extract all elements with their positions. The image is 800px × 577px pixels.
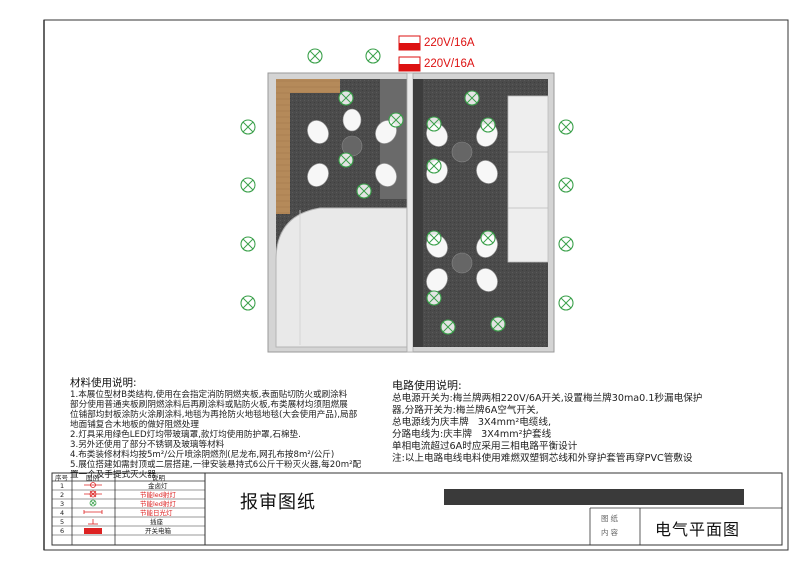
table-group-right-bottom: [426, 234, 498, 292]
circuit-line: 总电源开关为:梅兰牌两相220V/6A开关,设置梅兰牌30ma0.1秒漏电保护: [392, 393, 703, 404]
legend-row-desc: 金卤灯: [148, 482, 168, 490]
left-room-wood-top: [290, 79, 340, 93]
right-room-shelf: [507, 95, 549, 263]
circuit-line: 注:以上电路电线电料使用难燃双塑铜芯线和外穿护套管再穿PVC管敷设: [392, 453, 693, 464]
lamp-icon: [240, 236, 256, 252]
materials-line: 1.本展位型材B类结构,使用在会指定消防阴燃夹板,表面贴切防火或刷涂料: [70, 390, 348, 400]
lamp-icon: [558, 236, 574, 252]
lamp-icon: [440, 319, 456, 335]
lamp-icon: [240, 119, 256, 135]
legend-row-no: 2: [60, 491, 65, 499]
lamp-icon: [426, 290, 442, 306]
legend-header-desc: 说明: [152, 474, 165, 482]
socket-label-2: 220V/16A: [424, 58, 475, 70]
led-spotlight-icon-a: [84, 490, 102, 498]
legend-row-no: 3: [60, 500, 65, 508]
left-room-wood-strip: [276, 79, 290, 214]
legend-row-desc: 节能led射灯: [140, 500, 176, 508]
lamp-icon: [464, 90, 480, 106]
right-room-sidebar: [413, 79, 423, 347]
led-spotlight-icon-b: [89, 499, 97, 507]
table-group-right-top: [426, 123, 498, 184]
circuit-line: 总电源线为庆丰牌 3X4mm²电缆线,: [392, 417, 552, 428]
lamp-icon: [558, 295, 574, 311]
legend-header-icon: 图例: [86, 474, 99, 482]
lamp-icon: [356, 183, 372, 199]
legend-row-desc: 节能led射灯: [140, 491, 176, 499]
review-drawing-title: 报审图纸: [240, 492, 316, 513]
drawing-name: 电气平面图: [655, 520, 741, 539]
circuit-heading: 电路使用说明:: [392, 379, 462, 392]
drawing-content-label-2: 内容: [601, 528, 620, 537]
switch-box-icon: [84, 528, 102, 534]
legend-row-no: 5: [60, 518, 65, 526]
lamp-icon: [558, 119, 574, 135]
lamp-icon: [426, 158, 442, 174]
lamp-icon: [240, 295, 256, 311]
legend-row-no: 6: [60, 527, 65, 535]
lamp-icon: [338, 90, 354, 106]
lamp-icon: [480, 230, 496, 246]
legend-row-no: 1: [60, 482, 65, 490]
materials-line: 部分使用普通夹板刷阴燃涂料后再刷涂料或贴防火板,布类展材均须阻燃展: [70, 400, 348, 410]
legend-row-desc: 插座: [150, 518, 163, 526]
lamp-icon: [480, 117, 496, 133]
materials-line: 5.展位搭建如需封顶或二层搭建,一律安装悬持式6公斤干粉灭火器,每20m²配: [70, 460, 362, 470]
materials-line: 3.另外还使用了部分不锈钢及玻璃等材料: [70, 440, 225, 450]
legend-row-desc: 开关电箱: [145, 527, 171, 535]
table-group-left: [307, 108, 397, 187]
circuit-line: 器,分路开关为:梅兰牌6A空气开关,: [392, 405, 539, 416]
materials-heading: 材料使用说明:: [70, 377, 137, 389]
lamp-icon: [338, 152, 354, 168]
lamp-icon: [490, 316, 506, 332]
socket-icon-1: [398, 35, 421, 51]
drawing-content-label-1: 图纸: [601, 514, 620, 523]
redacted-block: [444, 489, 744, 505]
materials-line: 位铺部均封板涂防火涂刷涂料,地毯为再抢防火地毯地毯(大会使用产品),局部: [70, 410, 358, 420]
materials-line: 4.布类装修材料均按5m²/公斤喷涂阴燃剂(尼龙布,网孔布按8m²/公斤): [70, 450, 335, 460]
socket-label-1: 220V/16A: [424, 37, 475, 49]
circuit-line: 单相电流超过6A时应采用三相电路平衡设计: [392, 441, 578, 452]
metal-halide-lamp-icon: [84, 482, 102, 488]
fluorescent-lamp-icon: [83, 510, 103, 514]
materials-line: 2.灯具采用绿色LED灯均带玻璃罩,款灯均使用防护罩,石棉垫.: [70, 430, 301, 440]
curved-counter: [275, 207, 408, 348]
socket-icon-2: [398, 56, 421, 72]
legend-header-no: 序号: [55, 474, 68, 482]
circuit-line: 分路电线为:庆丰牌 3X4mm²护套线: [392, 429, 552, 440]
lamp-icon: [365, 48, 381, 64]
lamp-icon: [240, 177, 256, 193]
lamp-icon: [558, 177, 574, 193]
materials-line: 地面铺复合木地板的做好阻燃处理: [70, 420, 199, 430]
lamp-icon: [426, 230, 442, 246]
lamp-icon: [307, 48, 323, 64]
lamp-icon: [426, 116, 442, 132]
legend-row-desc: 节能日光灯: [140, 509, 173, 517]
lamp-icon: [388, 112, 404, 128]
outlet-icon: [88, 519, 98, 525]
legend-row-no: 4: [60, 509, 65, 517]
materials-line: 置一个及手提式灭火器: [70, 470, 156, 480]
